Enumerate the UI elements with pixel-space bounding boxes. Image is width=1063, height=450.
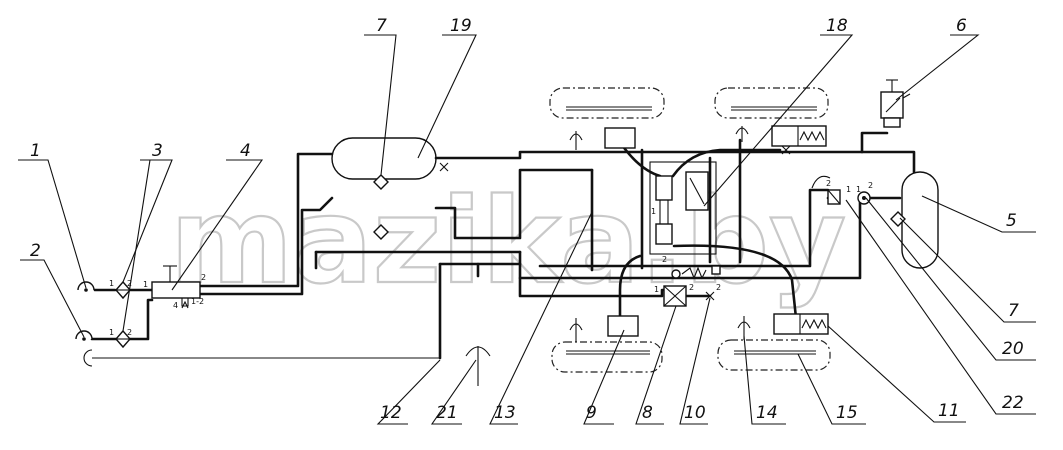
leader-label-20: 21 bbox=[436, 403, 458, 423]
port-labels: 1 2 1 2 1 2 4 1-2 1 2 2 1 2 1 2 1 2 bbox=[109, 179, 873, 337]
port-label: 2 bbox=[127, 279, 132, 288]
wheel-rear-right bbox=[717, 339, 831, 371]
leader-label-18: 18 bbox=[826, 16, 848, 36]
leader-label-4: 4 bbox=[240, 141, 251, 161]
port-label: 1-2 bbox=[191, 297, 204, 306]
receiver-5 bbox=[901, 171, 939, 269]
pressure-regulator-6 bbox=[880, 79, 911, 128]
brake-chamber-rear-left bbox=[607, 315, 639, 337]
port-label: 1 bbox=[654, 285, 659, 294]
coupling-head-1 bbox=[77, 281, 95, 292]
brake-chamber-15 bbox=[773, 313, 829, 335]
coupling-head-20 bbox=[465, 346, 491, 386]
leader-label-6: 6 bbox=[956, 16, 967, 36]
leader-label-10: 9 bbox=[586, 403, 597, 423]
wheel-arrow-rear-left bbox=[569, 318, 583, 342]
drain-valve-7-left bbox=[373, 174, 389, 240]
leader-label-7-left: 7 bbox=[376, 16, 387, 36]
drain-valve-7-right bbox=[890, 211, 906, 227]
valve-8 bbox=[663, 265, 721, 307]
port-label: 2 bbox=[868, 181, 873, 190]
leader-label-1: 1 bbox=[30, 141, 41, 161]
valve-22 bbox=[811, 175, 841, 205]
brake-valve-18 bbox=[649, 161, 717, 255]
brake-chamber-front-right bbox=[771, 125, 827, 147]
leader-label-3: 3 bbox=[152, 141, 163, 161]
port-label: 1 bbox=[856, 185, 861, 194]
leader-label-14: 14 bbox=[756, 403, 778, 423]
port-label: 1 bbox=[846, 185, 851, 194]
port-label: 2 bbox=[127, 328, 132, 337]
leader-label-11: 11 bbox=[938, 401, 960, 421]
coupling-head-2 bbox=[75, 330, 93, 341]
port-label: 2 bbox=[201, 273, 206, 282]
leaders: 1 2 3 4 7 19 18 6 5 7 20 22 bbox=[18, 16, 1036, 425]
leader-label-8: 8 bbox=[642, 403, 653, 423]
port-label: 2 bbox=[716, 283, 721, 292]
leader-label-2: 2 bbox=[30, 241, 41, 261]
leader-label-9: 10 bbox=[684, 403, 706, 423]
wheel-rear-left bbox=[551, 341, 663, 373]
leader-label-21: 20 bbox=[1002, 339, 1024, 359]
line-markers bbox=[439, 145, 791, 301]
valve-4 bbox=[151, 265, 201, 309]
port-label: 1 bbox=[143, 280, 148, 289]
port-label: 2 bbox=[689, 283, 694, 292]
leader-label-22: 22 bbox=[1002, 393, 1024, 413]
brake-chamber-front-left bbox=[604, 127, 636, 149]
leader-label-19: 19 bbox=[450, 16, 472, 36]
port-label: 4 bbox=[173, 301, 178, 310]
filter-3-lower bbox=[115, 329, 131, 349]
leader-label-15: 15 bbox=[836, 403, 858, 423]
wheel-front-right bbox=[714, 87, 829, 119]
port-label: 2 bbox=[826, 179, 831, 188]
valve-21 bbox=[857, 191, 871, 205]
leader-label-5: 5 bbox=[1006, 211, 1017, 231]
coupling-head-trailer bbox=[83, 349, 93, 367]
leader-label-13: 13 bbox=[494, 403, 516, 423]
port-label: 2 bbox=[662, 255, 667, 264]
wheel-front-left bbox=[549, 87, 665, 119]
wheel-arrow-front-right bbox=[735, 126, 749, 142]
filter-3-upper bbox=[115, 280, 131, 300]
port-label: 1 bbox=[109, 279, 114, 288]
leader-label-12: 12 bbox=[380, 403, 402, 423]
port-label: 1 bbox=[109, 328, 114, 337]
wheel-arrow-front-left bbox=[569, 131, 583, 150]
leader-label-7-right: 7 bbox=[1008, 301, 1019, 321]
port-label: 1 bbox=[651, 207, 656, 216]
watermark: mazika.by bbox=[170, 172, 846, 310]
